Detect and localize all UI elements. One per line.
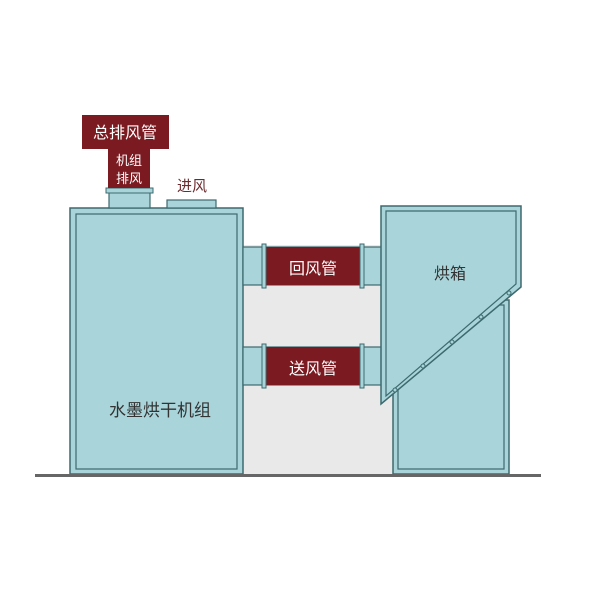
oven-label: 烘箱 <box>434 264 466 283</box>
main-exhaust-duct: 总排风管 <box>82 115 169 149</box>
unit-exhaust-duct: 机组 排风 <box>108 149 150 188</box>
dryer-unit-label: 水墨烘干机组 <box>109 401 211 421</box>
oven-door-hinges <box>392 290 512 393</box>
supply-duct-label: 送风管 <box>289 359 337 378</box>
oven: 烘箱 <box>380 205 522 475</box>
unit-exhaust-label-2: 排风 <box>116 172 142 187</box>
main-exhaust-label: 总排风管 <box>93 123 157 142</box>
unit-exhaust-stub <box>105 187 154 209</box>
supply-duct: 送风管 <box>242 343 384 389</box>
ground-line <box>35 474 541 477</box>
air-intake-stub <box>166 199 217 209</box>
dryer-unit: 水墨烘干机组 <box>69 207 244 475</box>
unit-exhaust-label-1: 机组 <box>116 154 142 169</box>
return-duct: 回风管 <box>242 243 384 289</box>
return-duct-label: 回风管 <box>289 259 337 278</box>
air-intake-label: 进风 <box>177 177 207 195</box>
